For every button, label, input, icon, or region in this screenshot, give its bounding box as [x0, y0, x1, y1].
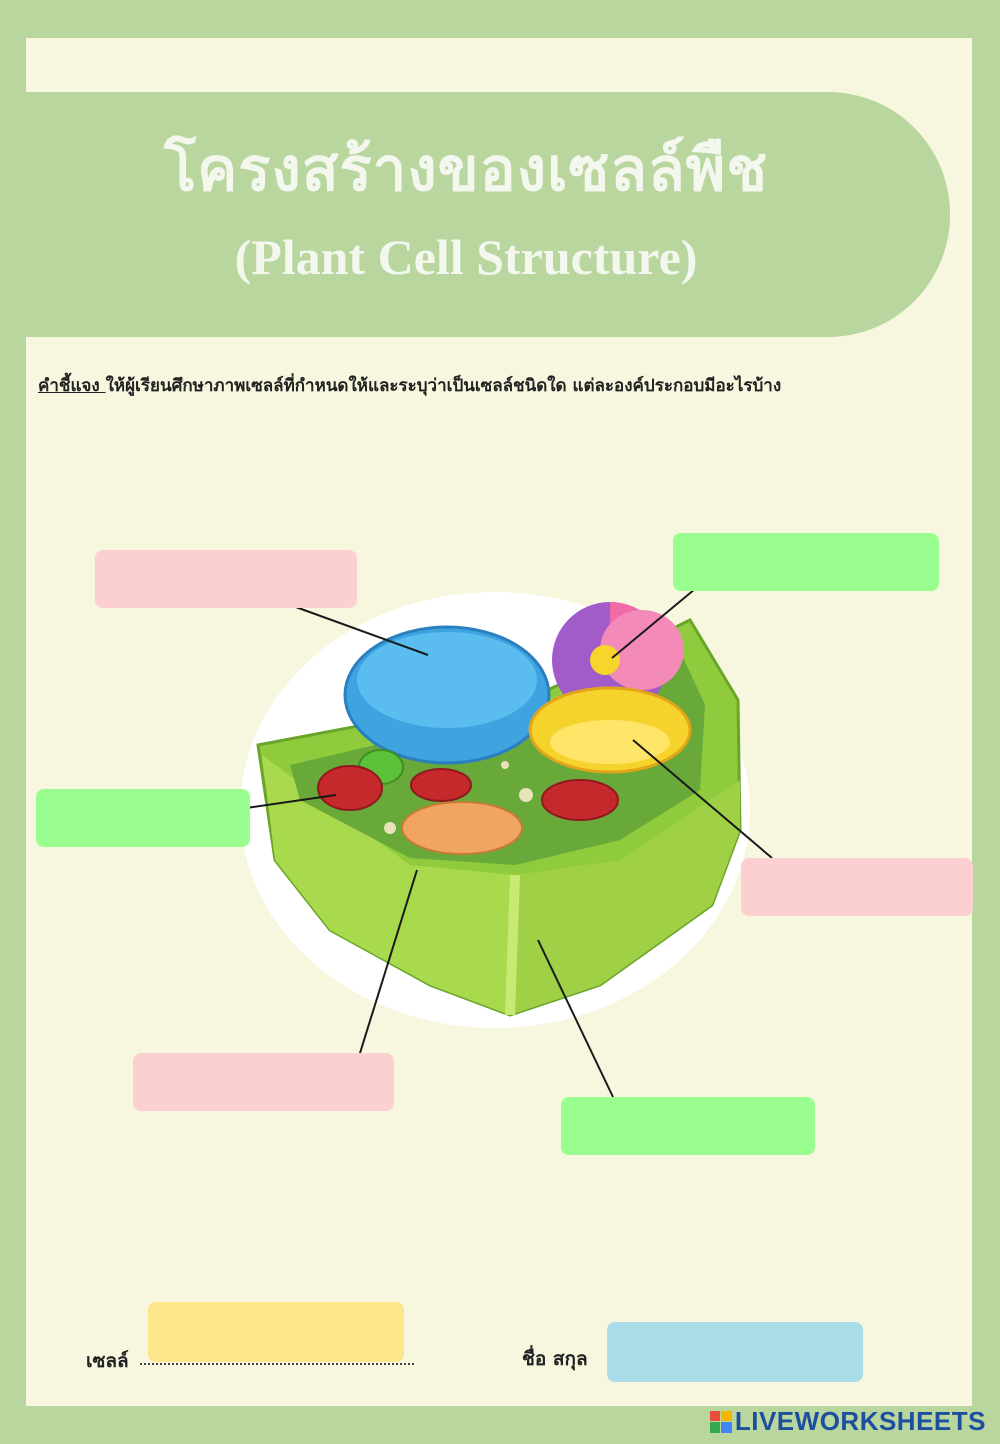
answer-box-cell-membrane[interactable]	[133, 1053, 394, 1111]
name-input[interactable]	[607, 1322, 863, 1382]
cell-type-dotted-line	[140, 1363, 414, 1365]
mitochondrion-left	[318, 766, 382, 810]
cell-type-label: เซลล์	[86, 1346, 129, 1376]
answer-box-vacuole[interactable]	[95, 550, 357, 608]
answer-box-golgi[interactable]	[741, 858, 973, 916]
rough-organelle	[402, 802, 522, 854]
answer-box-cell-wall[interactable]	[561, 1097, 815, 1155]
answer-box-nucleus[interactable]	[673, 533, 939, 591]
cell-type-input[interactable]	[148, 1302, 404, 1362]
nucleolus	[590, 645, 620, 675]
name-label: ชื่อ สกุล	[522, 1344, 588, 1374]
mitochondrion-right	[542, 780, 618, 820]
liveworksheets-logo-icon	[710, 1411, 732, 1433]
mitochondrion-center	[411, 769, 471, 801]
answer-box-mitochondria[interactable]	[36, 789, 250, 847]
liveworksheets-brand: LIVEWORKSHEETS	[710, 1406, 986, 1437]
brand-text: LIVEWORKSHEETS	[735, 1406, 986, 1437]
